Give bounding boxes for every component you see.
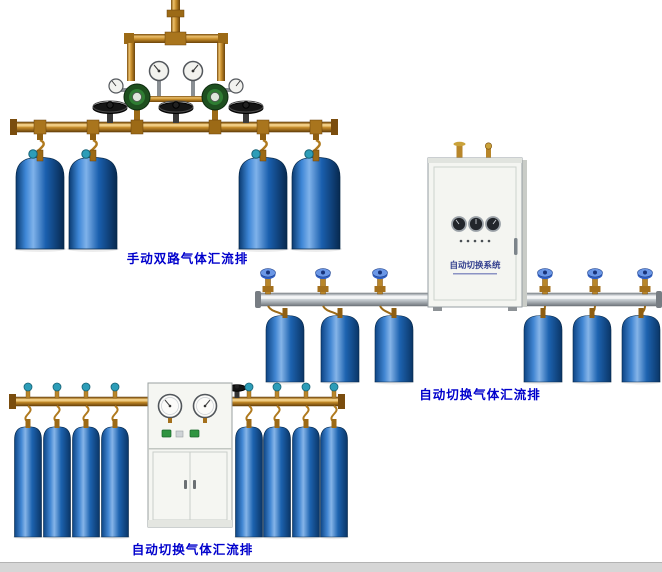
cabinet-gauge	[157, 393, 183, 423]
gas-cylinder	[234, 382, 264, 540]
product-photo-auto-switch-manifold-a: 自动切换系统	[255, 141, 662, 385]
control-cabinet	[147, 382, 233, 528]
regulator	[123, 83, 151, 111]
cabinet-gauge	[451, 216, 467, 232]
cabinet-label: 自动切换系统	[449, 260, 501, 270]
valve-handwheel	[228, 100, 264, 123]
cabinet-gauge	[468, 216, 484, 232]
cabinet-door-handle	[193, 480, 196, 489]
gas-cylinder	[291, 382, 321, 540]
control-cabinet: 自动切换系统	[427, 141, 527, 311]
pressure-gauge	[182, 60, 204, 82]
cabinet-vents	[459, 239, 491, 243]
product-caption-auto-switch-a: 自动切换气体汇流排	[419, 388, 541, 402]
product-caption-auto-switch-b: 自动切换气体汇流排	[131, 543, 254, 557]
cabinet-indicator-lights	[161, 429, 200, 438]
bottom-edge-strip	[0, 562, 662, 572]
gas-cylinder	[265, 305, 305, 385]
cabinet-label-underline	[453, 273, 497, 275]
product-photo-auto-switch-manifold-b	[9, 382, 349, 540]
gas-cylinder	[71, 382, 101, 540]
gas-cylinder	[374, 305, 414, 385]
product-caption-manual-dual: 手动双路气体汇流排	[126, 252, 249, 266]
gas-cylinder	[237, 134, 289, 252]
manifold-valve-port	[587, 268, 603, 295]
manifold-valve-port	[260, 268, 276, 295]
cabinet-gauge	[192, 393, 218, 423]
manifold-valve-port	[537, 268, 553, 295]
gas-cylinder	[320, 305, 360, 385]
gas-cylinder	[319, 382, 349, 540]
gas-cylinder	[621, 305, 661, 385]
gas-cylinder	[67, 134, 119, 252]
cabinet-door-handle	[514, 238, 518, 255]
cabinet-door-handle	[184, 480, 187, 489]
gas-cylinder	[100, 382, 130, 540]
gas-cylinder	[14, 134, 66, 252]
gas-cylinder	[290, 134, 342, 252]
overhead-piping	[121, 0, 231, 124]
valve-handwheel	[92, 100, 128, 123]
pressure-gauge	[108, 78, 124, 94]
gas-cylinder	[262, 382, 292, 540]
pressure-gauge	[148, 60, 170, 82]
gas-cylinder	[572, 305, 612, 385]
product-photo-manual-dual-manifold	[10, 0, 342, 252]
pressure-gauge	[228, 78, 244, 94]
cabinet-gauge	[485, 216, 501, 232]
gas-cylinder	[42, 382, 72, 540]
manifold-valve-port	[637, 268, 653, 295]
valve-handwheel	[158, 100, 194, 123]
manifold-valve-port	[372, 268, 388, 295]
manifold-valve-port	[315, 268, 331, 295]
gas-cylinder	[13, 382, 43, 540]
gas-cylinder	[523, 305, 563, 385]
regulator	[201, 83, 229, 111]
